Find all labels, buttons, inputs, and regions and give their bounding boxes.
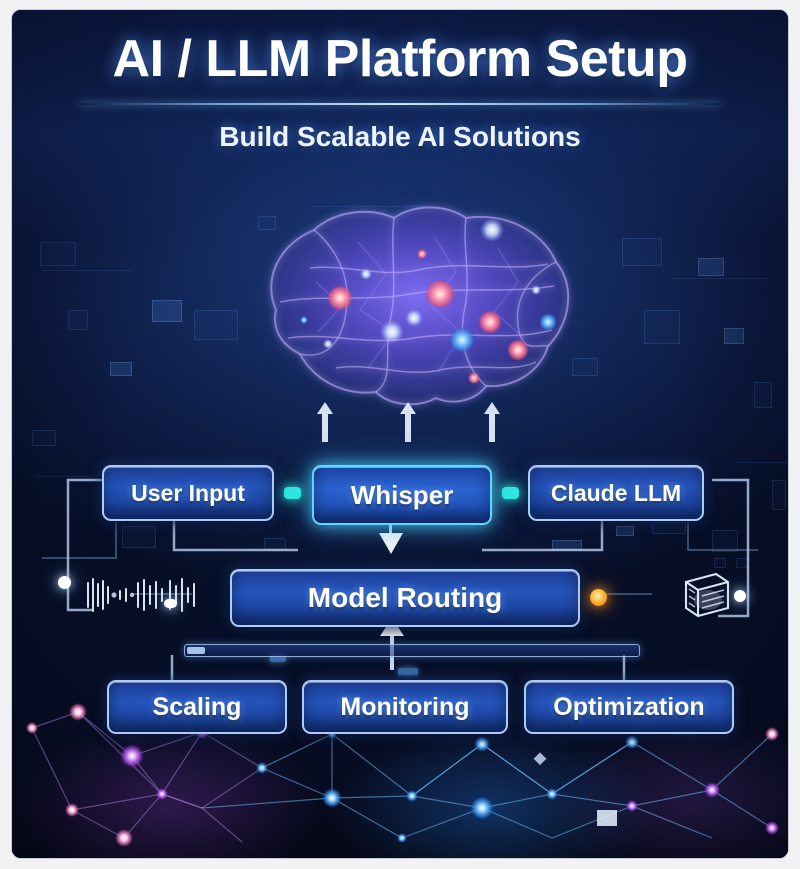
node-whisper[interactable]: Whisper xyxy=(312,465,492,525)
node-optimization[interactable]: Optimization xyxy=(524,680,734,734)
node-label: Scaling xyxy=(152,692,242,721)
node-label: Monitoring xyxy=(340,692,470,721)
node-user-input[interactable]: User Input xyxy=(102,465,274,521)
node-label: User Input xyxy=(131,479,245,506)
node-dot-icon xyxy=(58,576,71,589)
connector-dot-icon xyxy=(284,487,301,499)
document-stack-icon xyxy=(684,572,730,618)
page-title: AI / LLM Platform Setup xyxy=(112,30,688,88)
node-label: Model Routing xyxy=(307,582,503,613)
node-dot-icon xyxy=(734,590,746,602)
mini-chip-icon xyxy=(398,668,418,675)
node-dot-icon xyxy=(164,599,177,608)
node-label: Claude LLM xyxy=(550,479,682,506)
status-indicator-icon xyxy=(590,589,607,606)
node-label: Whisper xyxy=(350,479,454,510)
page-subtitle: Build Scalable AI Solutions xyxy=(219,121,581,153)
node-model-routing[interactable]: Model Routing xyxy=(230,569,580,627)
progress-bar xyxy=(184,644,640,657)
node-network-graphic xyxy=(26,703,779,847)
header: AI / LLM Platform Setup Build Scalable A… xyxy=(12,30,788,153)
node-claude-llm[interactable]: Claude LLM xyxy=(528,465,704,521)
mini-chip-icon xyxy=(270,656,286,662)
brain-icon xyxy=(270,206,570,406)
title-divider xyxy=(80,103,720,106)
infographic-frame: AI / LLM Platform Setup Build Scalable A… xyxy=(12,10,788,858)
node-scaling[interactable]: Scaling xyxy=(107,680,287,734)
progress-bar-fill xyxy=(187,647,205,654)
neural-brain-graphic xyxy=(188,162,648,447)
node-monitoring[interactable]: Monitoring xyxy=(302,680,508,734)
connector-dot-icon xyxy=(502,487,519,499)
node-label: Optimization xyxy=(553,692,705,721)
audio-waveform-icon xyxy=(87,578,195,612)
